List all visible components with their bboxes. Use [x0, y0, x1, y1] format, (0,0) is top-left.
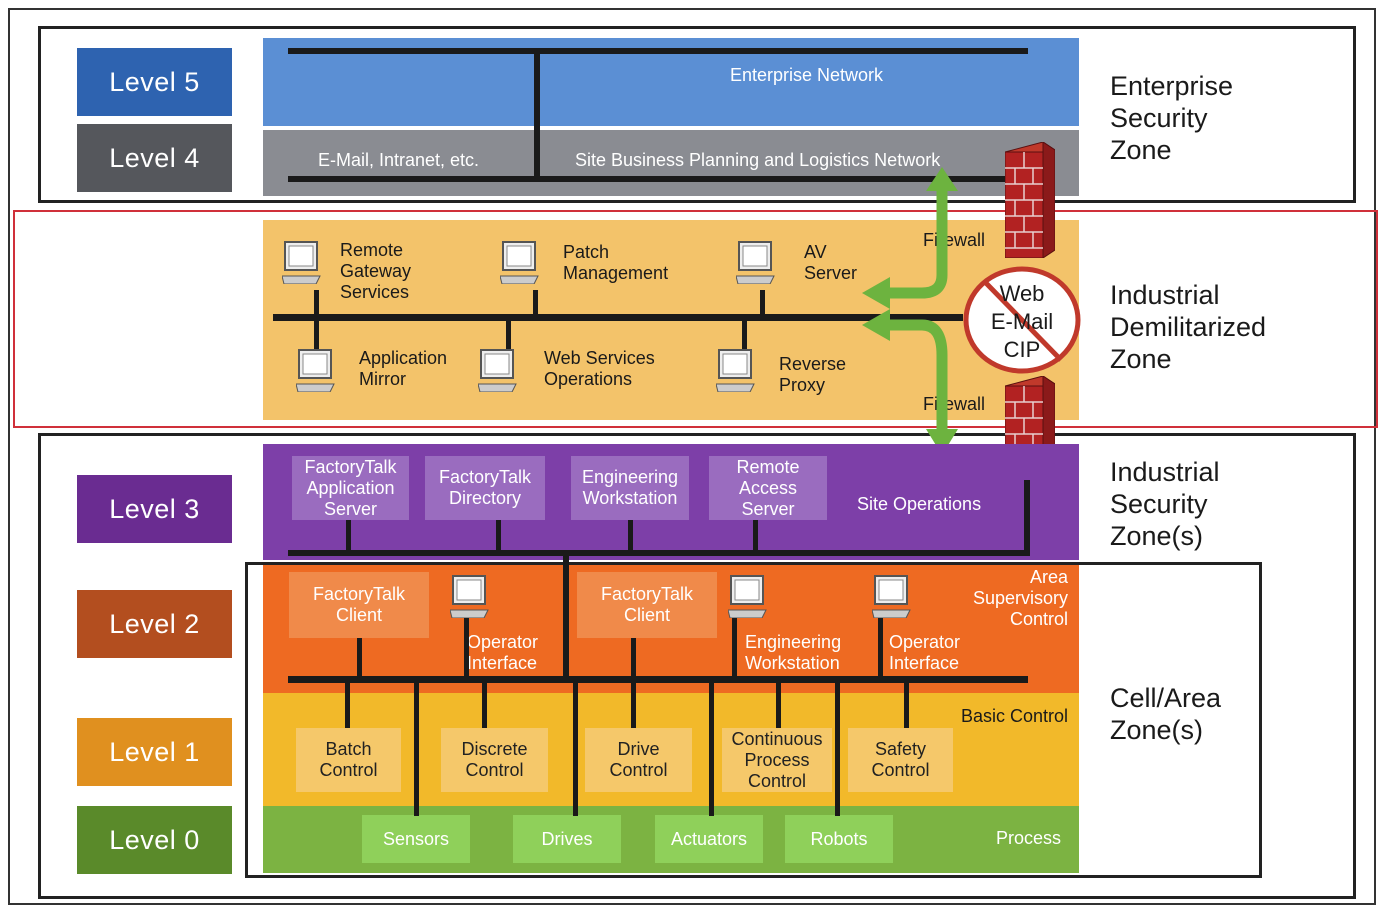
site-operations-label: Site Operations: [857, 494, 982, 514]
connector: [346, 520, 351, 552]
level-1-tag: Level 1: [77, 718, 232, 786]
dmz-outline: [13, 210, 1378, 428]
process-label: Process: [996, 828, 1062, 848]
area-supervisory-label: Area Supervisory Control: [972, 567, 1068, 629]
ft-client-1-box: FactoryTalk Client: [289, 572, 429, 638]
ft-app-server-box: FactoryTalk Application Server: [292, 456, 409, 520]
connector: [573, 680, 578, 816]
connector: [742, 320, 747, 350]
robots-box: Robots: [785, 815, 893, 863]
connector: [753, 520, 758, 552]
connector: [904, 680, 909, 728]
basic-control-label: Basic Control: [960, 706, 1068, 726]
connector: [314, 320, 319, 350]
traffic-arrows-icon: [862, 167, 958, 455]
connector: [496, 520, 501, 552]
connector: [345, 680, 350, 728]
cell-zone-label: Cell/Area Zone(s): [1110, 683, 1222, 745]
industrial-zone-label: Industrial Security Zone(s): [1110, 457, 1220, 551]
reverse-proxy-label: Reverse Proxy: [779, 354, 847, 395]
connector: [482, 680, 487, 728]
firewall-top-icon: [1005, 142, 1055, 258]
safety-control-box: Safety Control: [848, 728, 953, 792]
level-5-tag: Level 5: [77, 48, 232, 116]
connector: [709, 680, 714, 816]
application-mirror-label: Application Mirror: [359, 348, 448, 389]
level-0-tag: Level 0: [77, 806, 232, 874]
connector: [732, 618, 737, 678]
site-business-label: Site Business Planning and Logistics Net…: [575, 150, 941, 170]
blocked-protocols-icon: [963, 266, 1081, 374]
computer-icon: [728, 575, 767, 618]
engineering-ws-l3-box: Engineering Workstation: [571, 456, 689, 520]
connector: [878, 618, 883, 678]
dmz-zone-label: Industrial Demilitarized Zone: [1110, 280, 1267, 374]
operator-interface-2-label: Operator Interface: [889, 632, 961, 673]
computer-icon: [716, 349, 755, 392]
batch-control-box: Batch Control: [296, 728, 401, 792]
connector: [533, 290, 538, 316]
level-3-riser: [1024, 480, 1030, 556]
computer-icon: [478, 349, 517, 392]
connector: [314, 290, 319, 316]
ft-directory-box: FactoryTalk Directory: [425, 456, 545, 520]
connector: [628, 520, 633, 552]
dmz-bus: [273, 314, 963, 321]
engineering-ws-l2-label: Engineering Workstation: [745, 632, 842, 673]
enterprise-zone-frame: [38, 26, 1356, 203]
drive-control-box: Drive Control: [585, 728, 692, 792]
computer-icon: [282, 241, 321, 284]
connector: [464, 618, 469, 678]
industrial-zone-frame: [38, 433, 1356, 899]
enterprise-zone-label: Enterprise Security Zone: [1110, 71, 1234, 165]
connector: [414, 680, 419, 816]
connector: [835, 680, 840, 816]
connector: [776, 680, 781, 728]
patch-management-label: Patch Management: [563, 242, 669, 283]
remote-gateway-label: Remote Gateway Services: [340, 240, 412, 302]
site-bus: [288, 176, 1028, 182]
ft-client-2-box: FactoryTalk Client: [577, 572, 717, 638]
av-server-label: AV Server: [804, 242, 858, 283]
discrete-control-box: Discrete Control: [441, 728, 548, 792]
computer-icon: [450, 575, 489, 618]
remote-access-box: Remote Access Server: [709, 456, 827, 520]
email-intranet-label: E-Mail, Intranet, etc.: [318, 150, 480, 170]
level-3-bus: [288, 550, 1030, 556]
computer-icon: [736, 241, 775, 284]
operator-interface-1-label: Operator Interface: [467, 632, 539, 673]
enterprise-riser: [534, 48, 540, 182]
connector: [357, 638, 362, 678]
computer-icon: [872, 575, 911, 618]
level-2-riser: [563, 556, 569, 680]
connector: [760, 290, 765, 316]
web-services-label: Web Services Operations: [544, 348, 655, 389]
enterprise-network-label: Enterprise Network: [730, 65, 884, 85]
level-4-tag: Level 4: [77, 124, 232, 192]
enterprise-bus: [288, 48, 1028, 54]
continuous-process-box: Continuous Process Control: [722, 728, 832, 792]
sensors-box: Sensors: [362, 815, 470, 863]
connector: [631, 680, 636, 728]
actuators-box: Actuators: [655, 815, 763, 863]
connector: [631, 638, 636, 678]
connector: [506, 320, 511, 350]
computer-icon: [296, 349, 335, 392]
level-2-bus: [288, 676, 1028, 683]
blocked-protocols-label: Web E-Mail CIP: [990, 281, 1054, 362]
outer-frame: [8, 8, 1376, 905]
computer-icon: [500, 241, 539, 284]
drives-box: Drives: [513, 815, 621, 863]
level-3-tag: Level 3: [77, 475, 232, 543]
cell-area-frame: [245, 562, 1262, 878]
level-2-tag: Level 2: [77, 590, 232, 658]
